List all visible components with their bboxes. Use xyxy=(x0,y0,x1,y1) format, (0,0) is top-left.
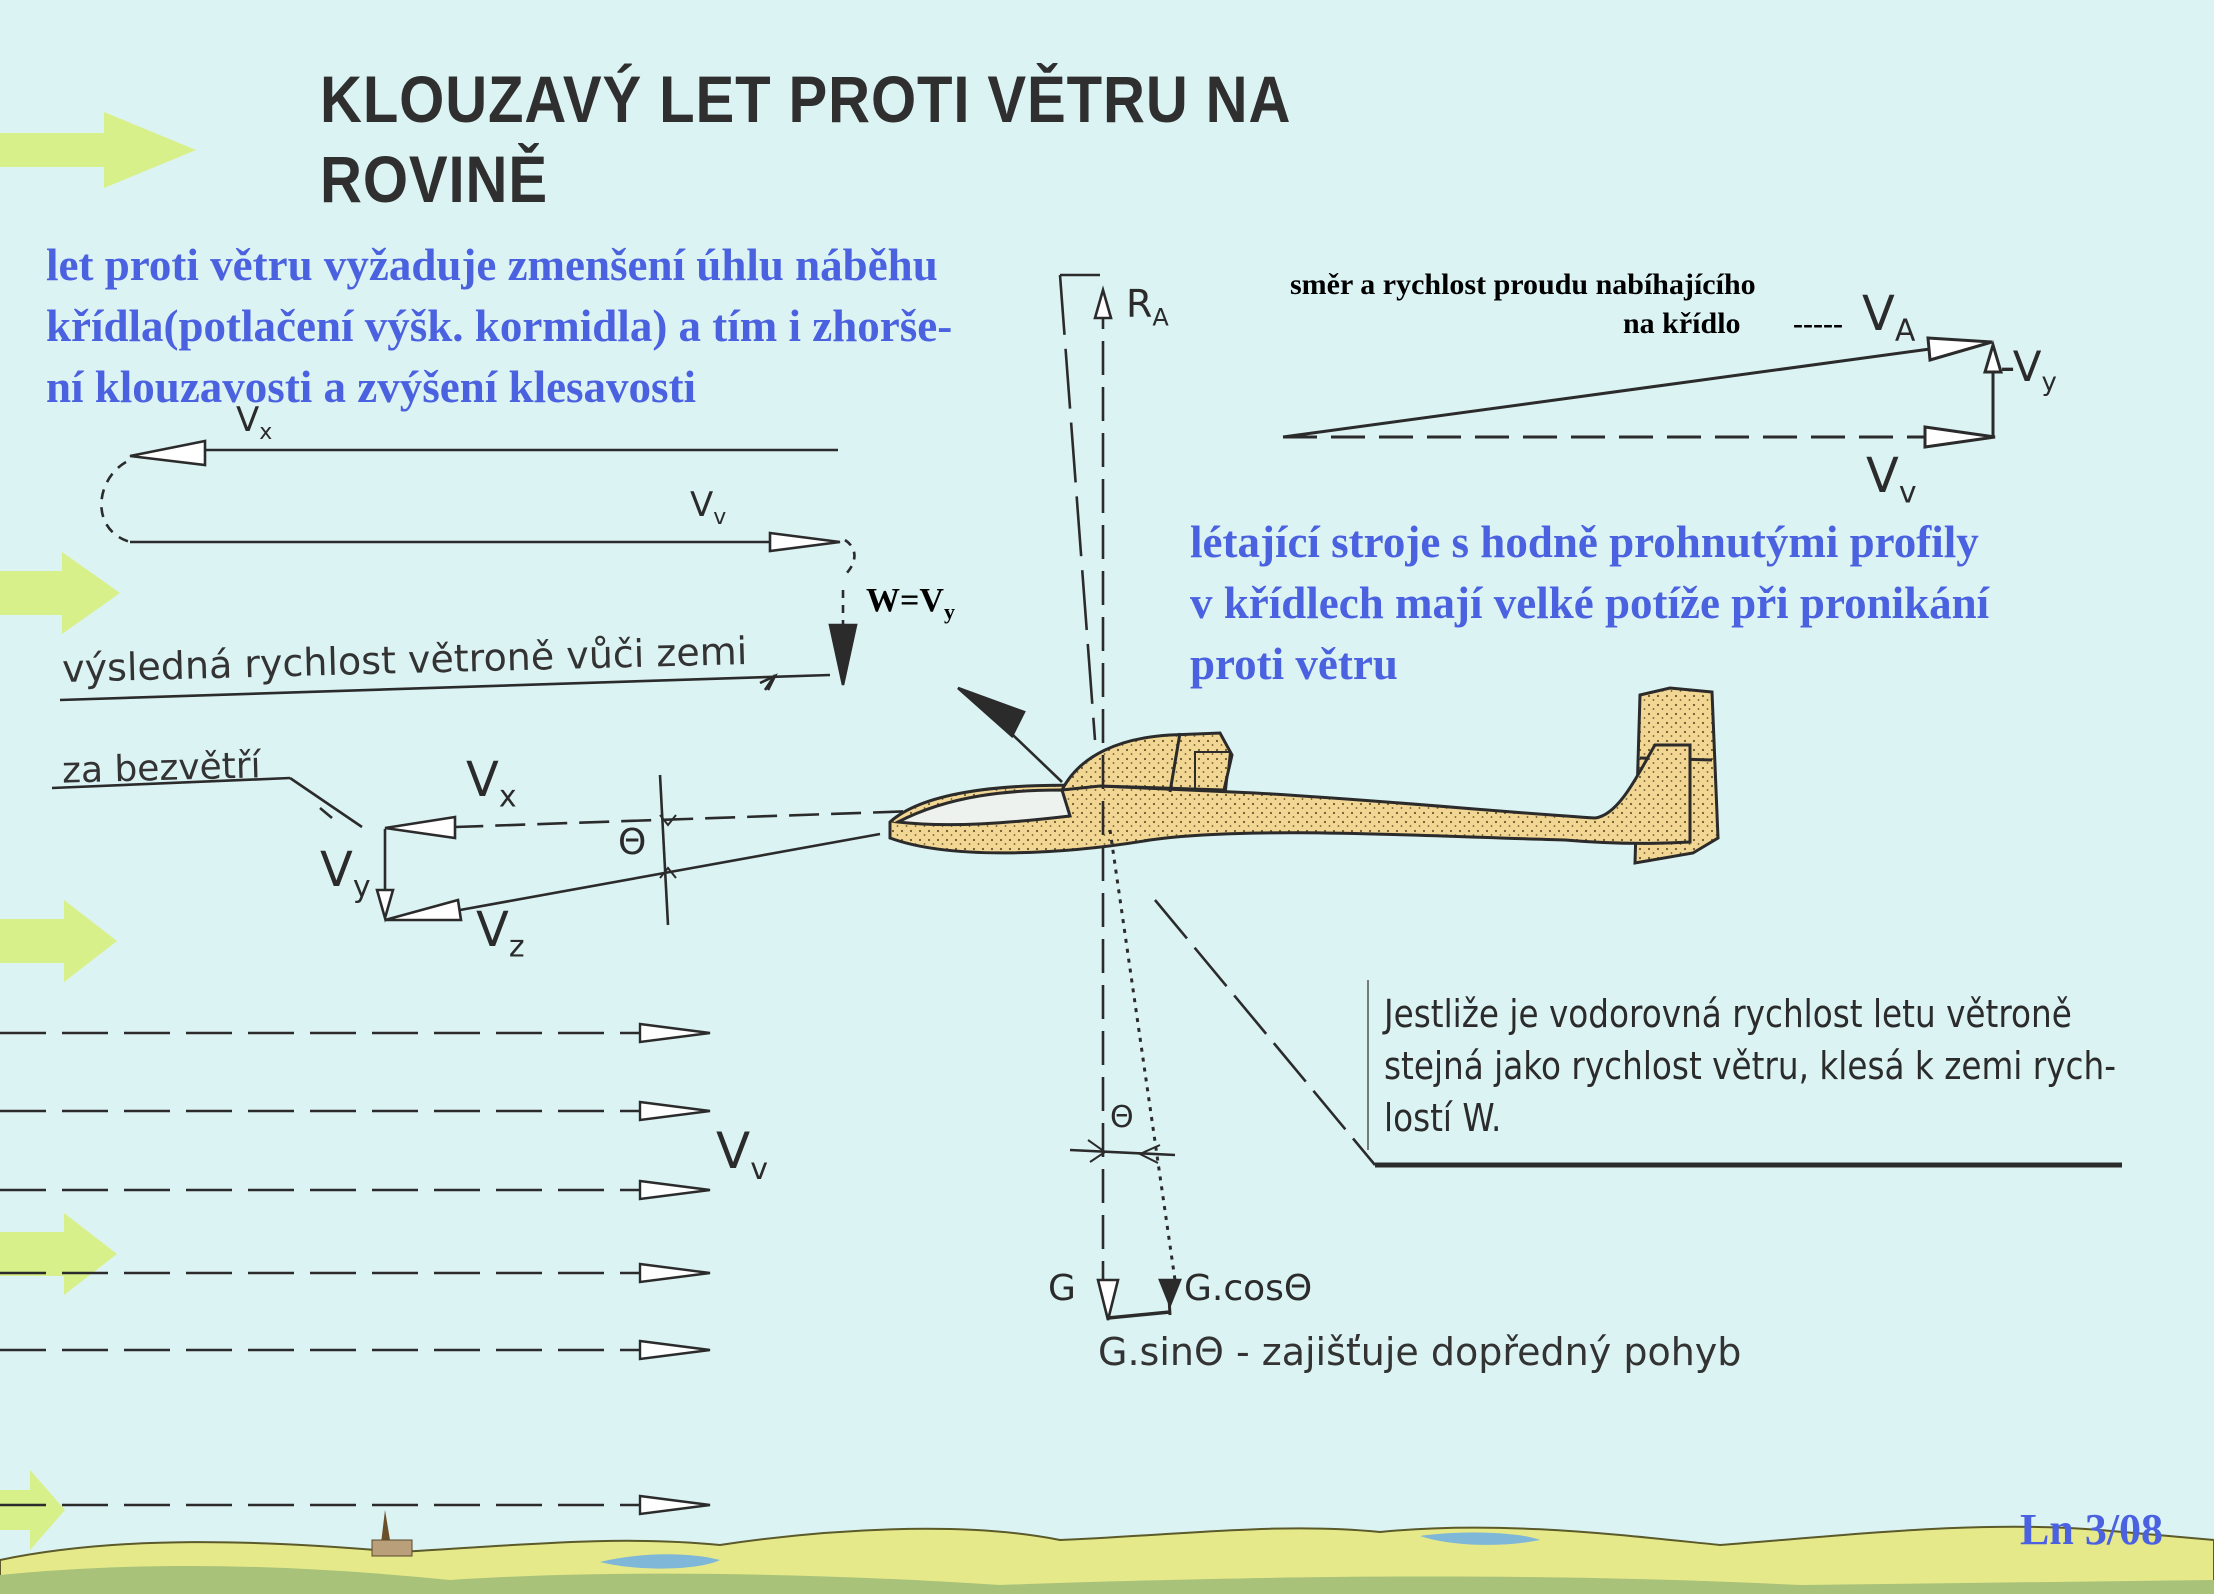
page-title-line1: KLOUZAVÝ LET PROTI VĚTRU NA xyxy=(320,62,1292,136)
note-top-left-line1: let proti větru vyžaduje zmenšení úhlu n… xyxy=(46,240,938,290)
calm-vector-triangle xyxy=(51,774,946,926)
wind-label-vv: Vv xyxy=(716,1122,768,1187)
callout-line1: Jestliže je vodorovná rychlost letu větr… xyxy=(1384,992,2072,1036)
page-title-line2: ROVINĚ xyxy=(320,142,548,216)
flow-label-line2: na křídlo xyxy=(1623,307,1741,340)
loop-label-vx: Vx xyxy=(236,400,273,445)
callout-line3: lostí W. xyxy=(1384,1096,1502,1140)
glider xyxy=(888,686,1720,865)
calm-label-vx: Vx xyxy=(466,752,517,815)
note-right-line3: proti větru xyxy=(1190,639,1398,689)
label-lift-ra: RA xyxy=(1126,282,1169,332)
callout-line2: stejná jako rychlost větru, klesá k zemi… xyxy=(1384,1044,2117,1088)
force-lines xyxy=(957,273,2122,1321)
weight-label-g: G xyxy=(1048,1268,1076,1309)
landscape xyxy=(0,1510,2214,1594)
note-right-line2: v křídlech mají velké potíže při proniká… xyxy=(1190,578,1990,628)
weight-label-theta: Θ xyxy=(1110,1100,1134,1135)
wind-arrows xyxy=(0,112,196,1550)
wind-flow-lines xyxy=(0,1022,711,1516)
calm-label-vz: Vz xyxy=(476,902,525,965)
weight-label-gcos: G.cosΘ xyxy=(1184,1268,1313,1309)
flow-label-minus-vy: -Vy xyxy=(2000,342,2057,398)
loop-label-vv: Vv xyxy=(690,485,727,530)
loop-vectors xyxy=(59,439,858,702)
page-code: Ln 3/08 xyxy=(2020,1505,2164,1554)
note-top-left-line2: křídla(potlačení výšk. kormidla) a tím i… xyxy=(46,301,953,351)
label-w-equals-vy: W=Vy xyxy=(866,582,955,624)
flow-vector-triangle xyxy=(1282,336,2004,449)
calm-label-vy: Vy xyxy=(320,842,371,905)
flow-label-dash: ----- xyxy=(1793,307,1843,340)
flow-label-va: VA xyxy=(1862,286,1916,349)
note-right-line1: létající stroje s hodně prohnutými profi… xyxy=(1190,517,1979,567)
flow-label-vv: Vv xyxy=(1866,448,1917,511)
flow-label-line1: směr a rychlost proudu nabíhajícího xyxy=(1290,268,1756,301)
calm-label-theta: Θ xyxy=(618,822,647,863)
label-calm-air: za bezvětří xyxy=(61,745,262,792)
note-top-left-line3: ní klouzavosti a zvýšení klesavosti xyxy=(46,362,697,412)
weight-label-gsin: G.sinΘ - zajišťuje dopředný pohyb xyxy=(1098,1330,1742,1374)
